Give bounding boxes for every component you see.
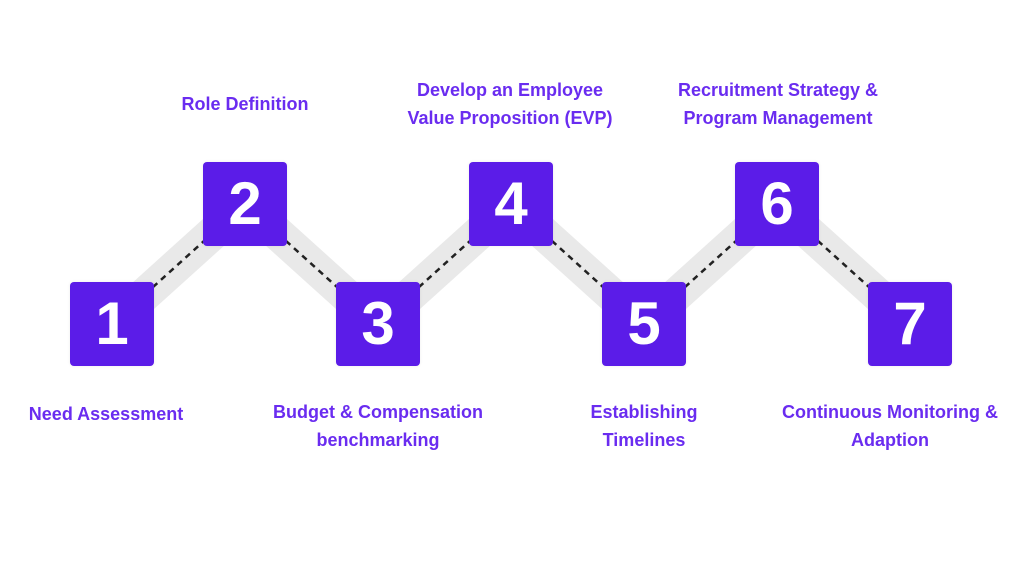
step-4-label-line-1: Develop an Employee: [416, 80, 604, 100]
connector-dash-5-6: [643, 203, 778, 325]
step-7-label-line-1: Continuous Monitoring &: [782, 402, 998, 422]
step-4-box: 4: [469, 162, 553, 246]
step-3-box: 3: [336, 282, 420, 366]
step-3-number: 3: [361, 290, 395, 357]
step-5-label: Establishing Timelines: [550, 398, 738, 454]
step-1-label: Need Assessment: [6, 400, 206, 428]
step-5-number: 5: [627, 290, 661, 357]
step-7-label-line-2: Adaption: [851, 430, 929, 450]
step-7-number: 7: [893, 290, 927, 357]
connector-dash-1-2: [111, 203, 246, 325]
step-2-label-line-1: Role Definition: [181, 94, 309, 114]
step-3-label-line-2: benchmarking: [316, 430, 440, 450]
step-6-label-line-2: Program Management: [683, 108, 873, 128]
step-6-label: Recruitment Strategy & Program Managemen…: [640, 76, 916, 132]
step-2-label: Role Definition: [130, 90, 360, 118]
step-5-box: 5: [602, 282, 686, 366]
step-6-label-line-1: Recruitment Strategy &: [677, 80, 879, 100]
step-4-label-line-2: Value Proposition (EVP): [407, 108, 613, 128]
step-7-box: 7: [868, 282, 952, 366]
connector-dash-6-7: [776, 203, 911, 325]
connector-dash-2-3: [244, 203, 379, 325]
step-4-label: Develop an Employee Value Proposition (E…: [350, 76, 670, 132]
step-1-label-line-1: Need Assessment: [28, 404, 184, 424]
step-6-number: 6: [760, 170, 794, 237]
connector-dash-3-4: [377, 203, 512, 325]
step-5-label-line-1: Establishing: [590, 402, 698, 422]
step-1-box: 1: [70, 282, 154, 366]
step-1-number: 1: [95, 290, 129, 357]
connector-dash-4-5: [510, 203, 645, 325]
step-5-label-line-2: Timelines: [602, 430, 686, 450]
step-2-box: 2: [203, 162, 287, 246]
step-3-label: Budget & Compensation benchmarking: [246, 398, 510, 454]
step-2-number: 2: [228, 170, 262, 237]
step-4-number: 4: [494, 170, 528, 237]
step-6-box: 6: [735, 162, 819, 246]
step-7-label: Continuous Monitoring & Adaption: [756, 398, 1024, 454]
step-3-label-line-1: Budget & Compensation: [273, 402, 483, 422]
